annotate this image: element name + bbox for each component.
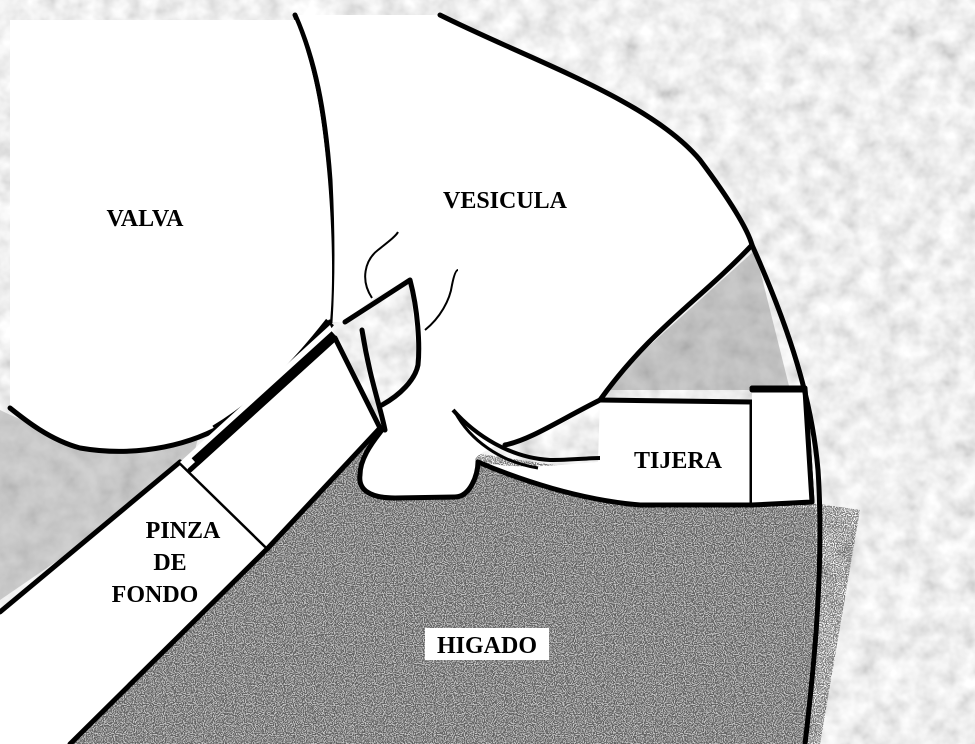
label-pinza-line1: PINZA — [146, 518, 221, 544]
label-pinza-line3: FONDO — [112, 582, 199, 608]
label-pinza-line2: DE — [153, 550, 186, 576]
label-vesicula: VESICULA — [443, 188, 568, 214]
label-tijera: TIJERA — [634, 448, 723, 474]
label-higado: HIGADO — [437, 633, 537, 659]
label-valva: VALVA — [107, 206, 185, 232]
